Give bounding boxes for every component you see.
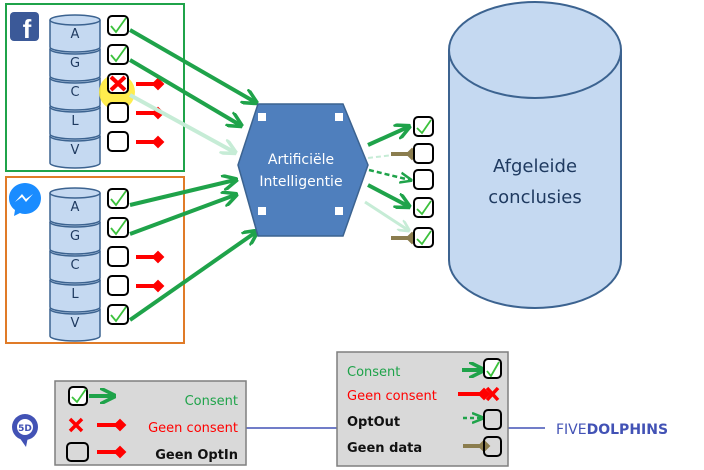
legend2-optout-row: OptOut bbox=[347, 409, 502, 430]
out-arrow-1 bbox=[367, 127, 408, 147]
legend-geen-consent-row: Geen consent bbox=[68, 417, 238, 436]
checkmark-icon bbox=[486, 361, 500, 378]
legend-geen-optin-row: Geen OptIn bbox=[66, 442, 238, 463]
stack-segment: A bbox=[49, 187, 101, 226]
source-checkbox-geen-optin bbox=[107, 102, 165, 123]
source-checkbox-geen-consent bbox=[107, 73, 165, 94]
segment-letter: G bbox=[70, 229, 80, 244]
source-checkbox-consent bbox=[107, 44, 129, 65]
checkmark-icon bbox=[416, 119, 432, 135]
checkmark-icon bbox=[71, 388, 87, 404]
arrow-fb-g bbox=[128, 58, 240, 125]
legend2-geen-consent-label: Geen consent bbox=[347, 389, 437, 404]
arrow-fb-c-faded bbox=[129, 93, 234, 152]
arrow-ms-a bbox=[129, 180, 235, 207]
brand-name-bold: DOLPHINS bbox=[587, 422, 668, 438]
store-label-line2: conclusies bbox=[488, 187, 581, 208]
store-label-line1: Afgeleide bbox=[493, 156, 577, 177]
input-arrows bbox=[128, 28, 256, 322]
red-cross-icon bbox=[485, 386, 500, 402]
out-arrow-3 bbox=[368, 168, 410, 180]
legend-geen-consent-label: Geen consent bbox=[148, 421, 238, 436]
output-legend: Consent Geen consent OptOut Geen data bbox=[336, 351, 509, 467]
out-arrow-4 bbox=[367, 183, 408, 206]
legend2-geen-data-label: Geen data bbox=[347, 441, 422, 456]
messenger-icon bbox=[9, 183, 41, 216]
segment-letter: C bbox=[70, 85, 79, 100]
facebook-icon: f bbox=[10, 12, 39, 44]
checkmark-icon bbox=[110, 46, 127, 63]
segment-letter: A bbox=[71, 27, 80, 42]
source-checkbox-geen-optin bbox=[107, 131, 165, 152]
segment-letter: L bbox=[71, 287, 79, 302]
out-arrow-5-faded bbox=[364, 200, 408, 230]
checkmark-icon bbox=[110, 306, 127, 323]
messenger-source-frame bbox=[5, 176, 185, 344]
facebook-source-frame bbox=[5, 3, 185, 172]
logo-text: 5D bbox=[18, 424, 32, 434]
legend-consent-label: Consent bbox=[185, 394, 238, 409]
input-legend: Consent Geen consent Geen OptIn bbox=[54, 380, 247, 466]
segment-letter: A bbox=[71, 200, 80, 215]
legend2-consent-row: Consent bbox=[347, 358, 502, 380]
legend2-optout-label: OptOut bbox=[347, 415, 400, 430]
stack-segment: A bbox=[49, 14, 101, 53]
empty-box-icon bbox=[483, 436, 502, 457]
segment-letter: L bbox=[71, 114, 79, 129]
output-checkbox-consent bbox=[413, 116, 434, 137]
source-checkbox-geen-optin bbox=[107, 246, 165, 267]
output-checkbox-geen-data bbox=[413, 227, 434, 248]
brand-name-light: FIVE bbox=[556, 422, 587, 438]
legend2-consent-label: Consent bbox=[347, 365, 400, 380]
ai-label-line1: Artificiële bbox=[268, 152, 334, 168]
ai-label-line2: Intelligentie bbox=[259, 174, 342, 190]
legend-consent-row: Consent bbox=[68, 386, 238, 409]
checkmark-icon bbox=[416, 200, 432, 216]
checkmark-icon bbox=[110, 219, 127, 236]
output-arrows bbox=[364, 127, 419, 245]
arrow-ms-v bbox=[128, 232, 256, 322]
source-checkbox-consent bbox=[107, 217, 129, 238]
segment-letter: V bbox=[71, 143, 80, 158]
legend2-geen-consent-row: Geen consent bbox=[347, 386, 500, 404]
output-checkbox-optout bbox=[413, 169, 434, 190]
arrow-ms-g bbox=[129, 195, 235, 236]
svg-text:f: f bbox=[23, 14, 32, 44]
legend2-geen-data-row: Geen data bbox=[347, 436, 502, 457]
fivedolphins-logo-icon: 5D bbox=[12, 414, 38, 447]
segment-letter: C bbox=[70, 258, 79, 273]
checkbox-icon bbox=[68, 386, 88, 406]
source-checkbox-consent bbox=[107, 304, 129, 325]
segment-letter: V bbox=[71, 316, 80, 331]
legend-geen-optin-label: Geen OptIn bbox=[155, 448, 238, 463]
source-checkbox-geen-optin bbox=[107, 275, 165, 296]
output-checkbox-geen-data bbox=[413, 143, 434, 164]
source-checkbox-consent bbox=[107, 188, 129, 209]
arrow-fb-a bbox=[129, 28, 255, 102]
checkmark-icon bbox=[110, 190, 127, 207]
source-checkbox-consent bbox=[107, 15, 129, 36]
svg-text:FIVEDOLPHINS: FIVEDOLPHINS bbox=[556, 422, 668, 438]
segment-letter: G bbox=[70, 56, 80, 71]
ai-node: Artificiële Intelligentie bbox=[237, 103, 369, 237]
red-cross-icon bbox=[68, 417, 84, 433]
brand-name: FIVEDOLPHINS bbox=[556, 422, 668, 438]
empty-box-icon bbox=[66, 442, 89, 462]
output-checkbox-consent bbox=[413, 197, 434, 218]
checkmark-icon bbox=[110, 17, 127, 34]
conclusions-store: Afgeleide conclusies bbox=[448, 1, 622, 309]
red-cross-icon bbox=[109, 75, 127, 92]
checkmark-icon bbox=[416, 230, 432, 246]
empty-box-icon bbox=[483, 409, 502, 430]
